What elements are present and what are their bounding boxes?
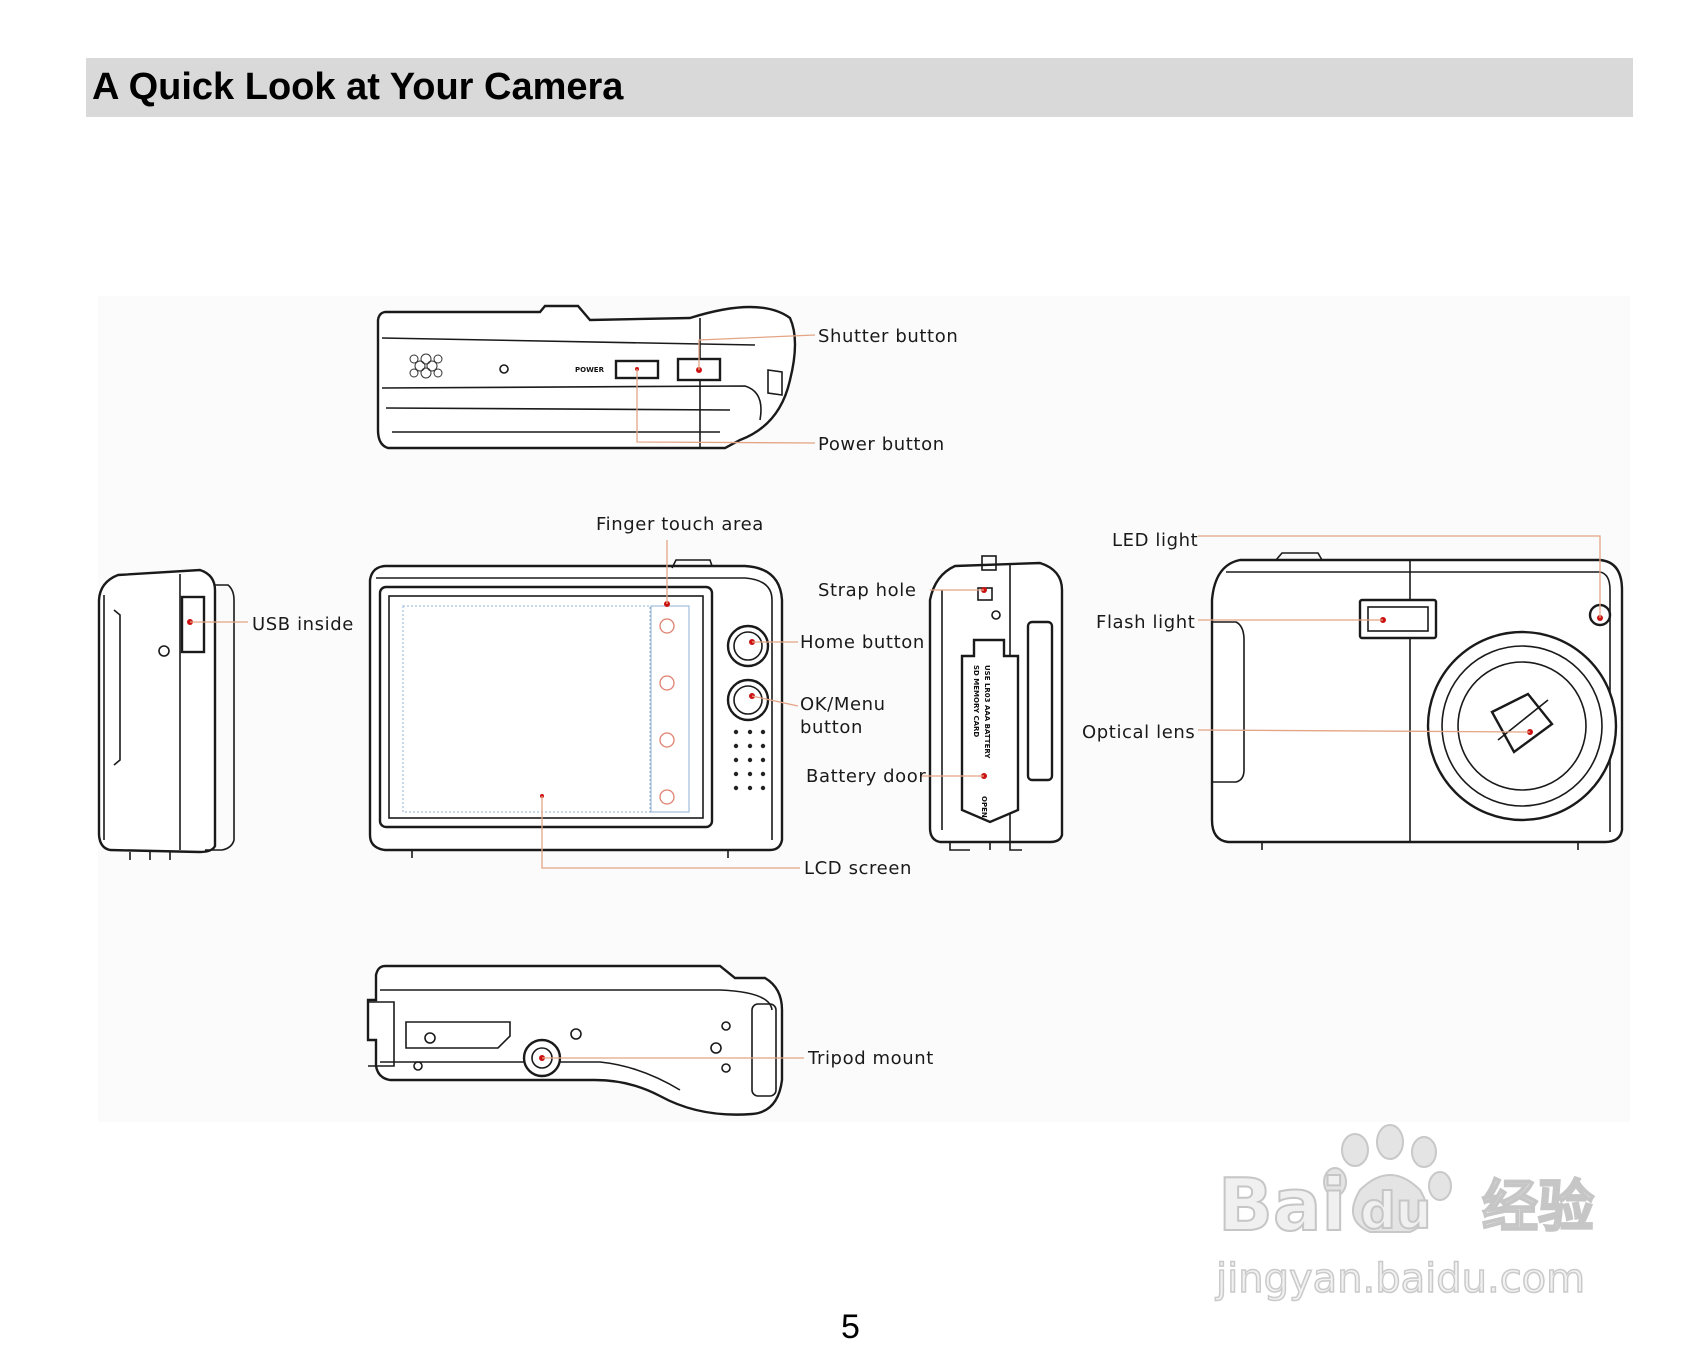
strap-hole-label: Strap hole <box>818 580 917 601</box>
finger-touch-area-label: Finger touch area <box>596 514 764 535</box>
battery-marking-1: USE LR03 AAA BATTERY <box>983 665 991 759</box>
camera-top-view: POWER <box>376 304 816 450</box>
svg-text:jingyan.baidu.com: jingyan.baidu.com <box>1215 1256 1585 1302</box>
camera-bottom-view <box>366 964 804 1116</box>
ok-menu-label-line2: button <box>800 717 863 738</box>
optical-lens-label: Optical lens <box>1082 722 1195 743</box>
usb-port-door <box>180 595 206 654</box>
side-grip <box>1026 620 1054 782</box>
flash-light-label: Flash light <box>1096 612 1195 633</box>
svg-text:经验: 经验 <box>1482 1175 1594 1240</box>
lcd-leader <box>541 796 800 869</box>
led-light-label: LED light <box>1112 530 1198 551</box>
lcd-screen-label: LCD screen <box>804 858 912 879</box>
camera-left-side-view <box>97 568 248 860</box>
shutter-leader <box>698 334 816 370</box>
camera-front-view <box>1197 535 1624 850</box>
speaker-grille <box>409 353 443 379</box>
microphone-hole <box>499 364 509 374</box>
battery-door-label: Battery door <box>806 766 926 787</box>
camera-back-view <box>368 540 800 869</box>
ok-menu-label-line1: OK/Menu <box>800 694 886 715</box>
camera-right-side-view: USE LR03 AAA BATTERY SD MEMORY CARD OPEN <box>920 555 1064 851</box>
lens-leader <box>1197 729 1531 733</box>
lcd-screen-shape <box>388 595 704 819</box>
open-marking: OPEN <box>980 796 988 818</box>
svg-text:Bai: Bai <box>1218 1163 1346 1247</box>
svg-text:du: du <box>1360 1182 1431 1240</box>
speaker-dots <box>733 729 766 791</box>
strap-hole-top <box>981 555 997 571</box>
baidu-watermark-logo: Bai du 经验 jingyan.baidu.com <box>1214 1124 1595 1303</box>
bottom-label-plate <box>405 1021 511 1049</box>
title-bar: A Quick Look at Your Camera <box>86 58 1633 117</box>
power-marking: POWER <box>575 366 605 374</box>
lcd-frame <box>378 585 714 829</box>
page-title: A Quick Look at Your Camera <box>92 66 624 108</box>
tripod-mount-label: Tripod mount <box>807 1048 934 1069</box>
flash-light-shape <box>1358 598 1438 640</box>
page-number: 5 <box>841 1308 860 1346</box>
shutter-button-label: Shutter button <box>818 326 958 347</box>
power-button-label: Power button <box>818 434 945 455</box>
home-button-label: Home button <box>800 632 925 653</box>
finger-touch-markers <box>659 618 675 805</box>
power-leader <box>636 369 816 444</box>
battery-marking-2: SD MEMORY CARD <box>972 665 980 737</box>
ok-menu-leader <box>751 695 799 707</box>
led-leader <box>1198 535 1601 618</box>
usb-inside-label: USB inside <box>252 614 354 635</box>
